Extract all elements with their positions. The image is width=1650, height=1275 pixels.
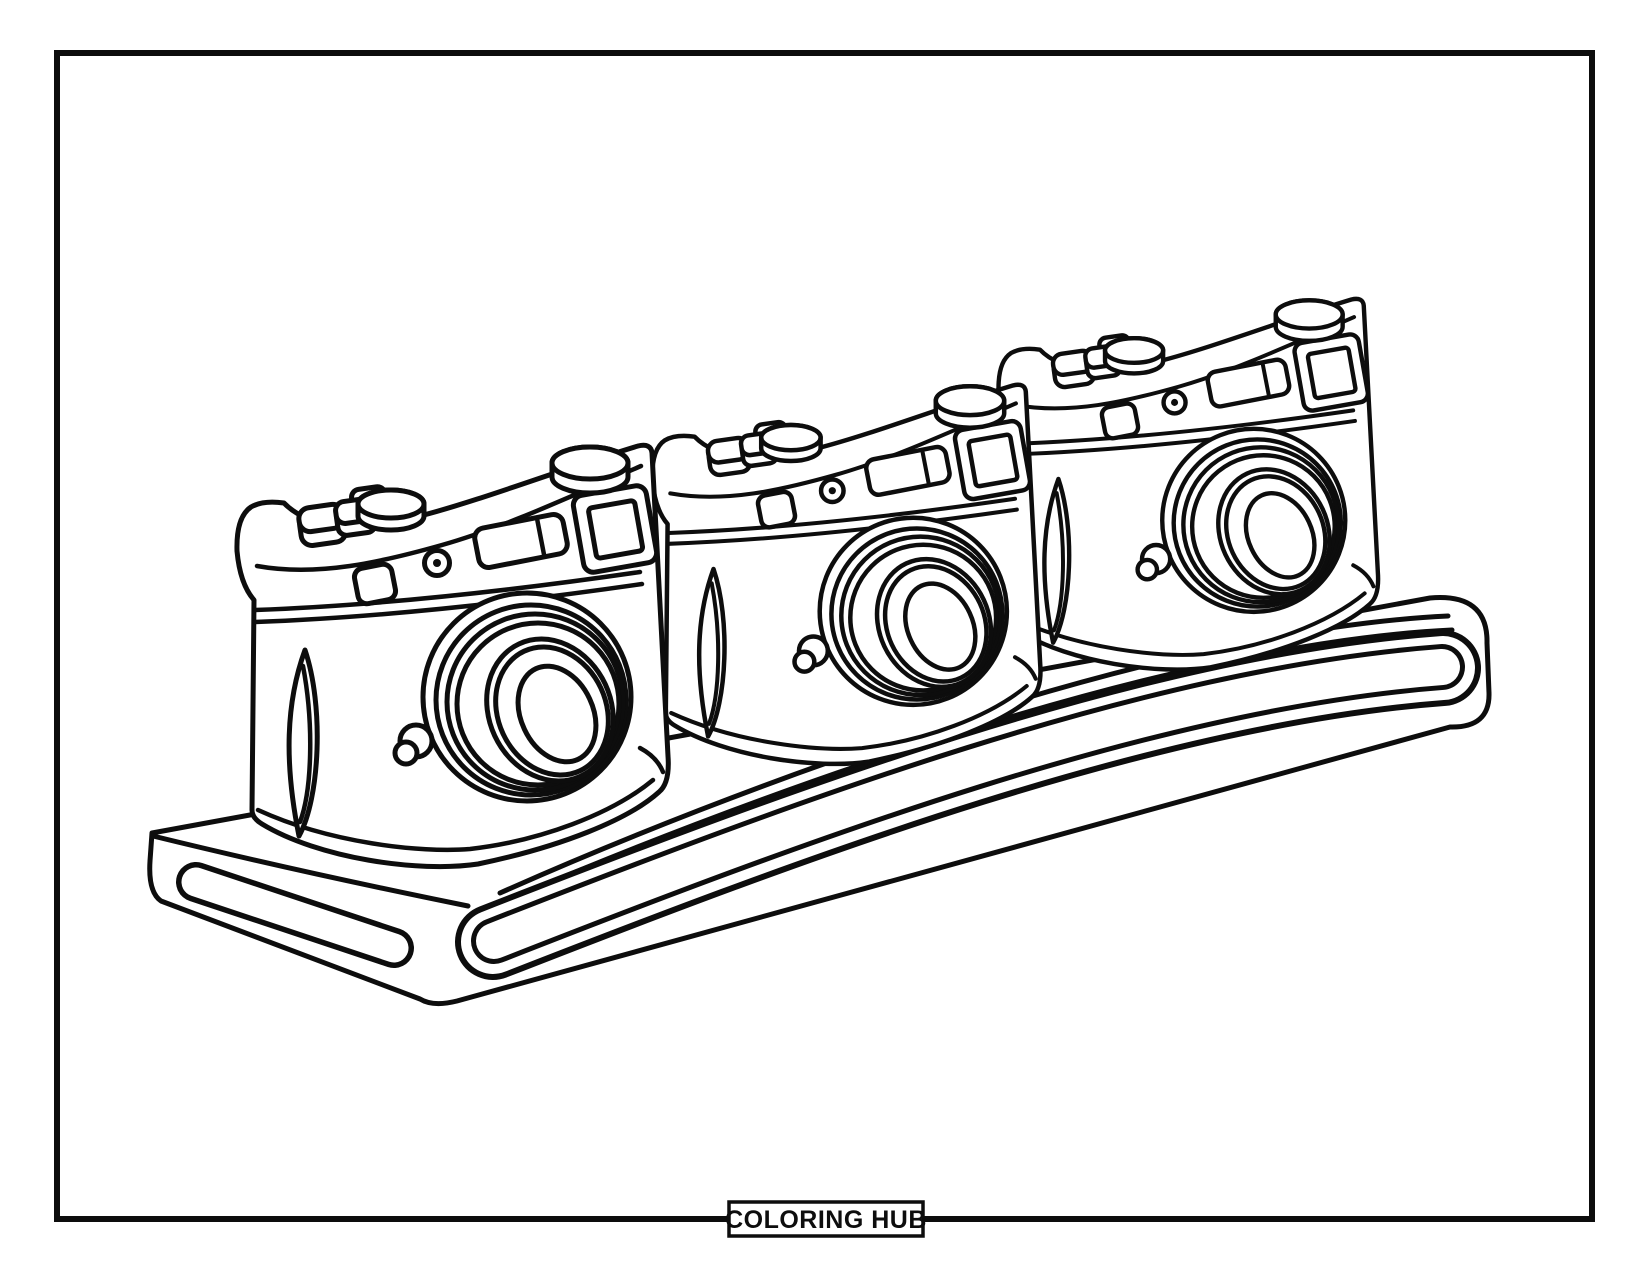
camera-middle <box>652 385 1040 764</box>
shelf-front-groove <box>455 630 1481 980</box>
footer-label-text: COLORING HUB <box>725 1206 927 1234</box>
footer-label-box <box>727 1200 925 1238</box>
shelf-bevel-edge <box>150 833 471 909</box>
shelf-left-groove <box>176 862 414 968</box>
footer-label: COLORING HUB <box>725 1200 927 1238</box>
camera-left <box>237 445 668 866</box>
camera-right <box>999 299 1379 670</box>
